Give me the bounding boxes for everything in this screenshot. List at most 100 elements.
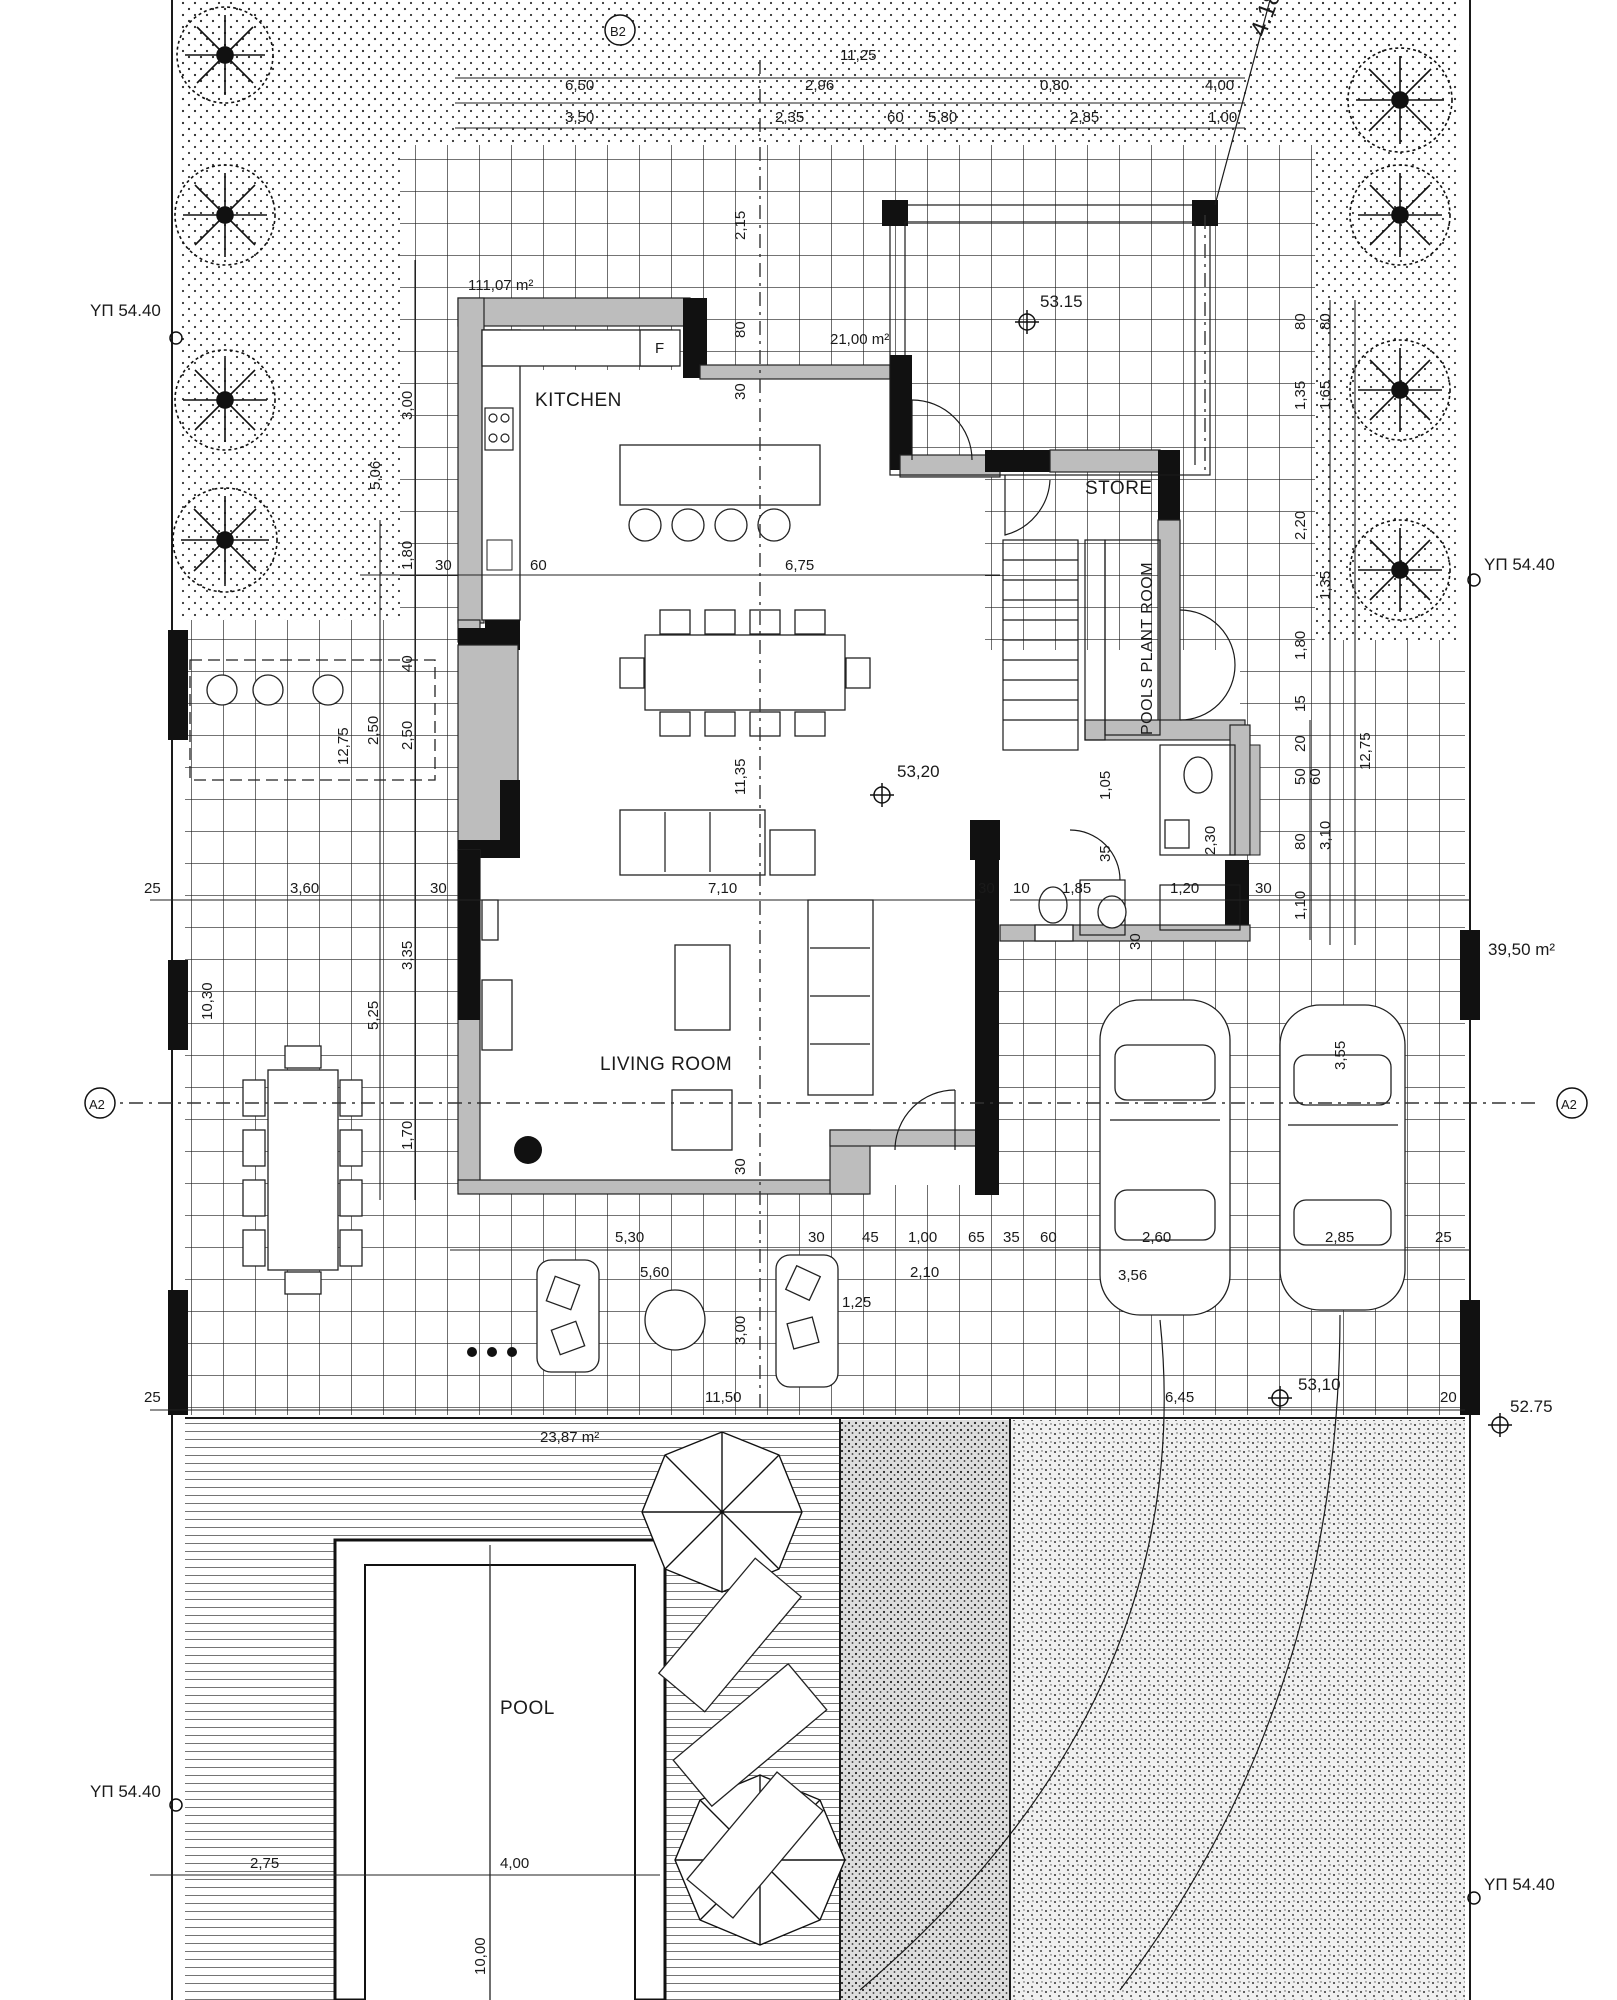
tiled-terrace-east xyxy=(1240,640,1465,940)
dim-label: 12,75 xyxy=(335,727,352,765)
dim-label: 0,80 xyxy=(1040,77,1069,94)
kitchen-island xyxy=(619,444,821,506)
dining-table xyxy=(619,609,871,737)
dim-label: 7,10 xyxy=(708,880,737,897)
gravel-strip xyxy=(840,1420,1010,2000)
dim-label: 3,56 xyxy=(1118,1267,1147,1284)
dim-label: 5,25 xyxy=(365,1001,382,1030)
room-label-pool: POOL xyxy=(500,1698,555,1719)
wc-block xyxy=(1034,744,1241,942)
dim-label: 30 xyxy=(430,880,447,897)
dim-label: 30 xyxy=(808,1229,825,1246)
room-label-kitchen: KITCHEN xyxy=(535,390,622,411)
dim-label: 2,75 xyxy=(250,1855,279,1872)
dim-label: 1,85 xyxy=(1062,880,1091,897)
dim-label: 2,20 xyxy=(1292,511,1309,540)
dim-label: 2,10 xyxy=(910,1264,939,1281)
fireplace-icon xyxy=(514,1136,542,1164)
dim-label: 50 xyxy=(1292,768,1309,785)
armchair xyxy=(671,1089,733,1151)
dim-label: 80 xyxy=(1317,313,1334,330)
dim-label: 6,75 xyxy=(785,557,814,574)
dim-label: 1,65 xyxy=(1317,381,1334,410)
dim-label: 35 xyxy=(1097,845,1114,862)
dim-label: 60 xyxy=(1307,768,1324,785)
dim-label: 60 xyxy=(1040,1229,1057,1246)
level-right-mid: ΥΠ 54.40 xyxy=(1484,555,1555,574)
dim-label: 1,80 xyxy=(399,541,416,570)
level-drive: 53,10 xyxy=(1298,1375,1341,1394)
dim-label: 3,50 xyxy=(565,109,594,126)
level-interior: 53,20 xyxy=(897,762,940,781)
section-marker-a2-left: A2 xyxy=(84,1087,116,1119)
dim-label: 5,60 xyxy=(640,1264,669,1281)
area-house: 111,07 m² xyxy=(468,277,533,294)
dim-label: 1,00 xyxy=(1208,109,1237,126)
level-terrace: 53.15 xyxy=(1040,292,1083,311)
dim-label: 2,85 xyxy=(1325,1229,1354,1246)
dim-label: 1,80 xyxy=(1292,631,1309,660)
dim-label: 65 xyxy=(968,1229,985,1246)
sunbeds xyxy=(657,1557,828,1919)
dim-label: 25 xyxy=(144,880,161,897)
dim-label: 2,96 xyxy=(805,77,834,94)
dim-label: 1,35 xyxy=(1317,571,1334,600)
dim-label: 60 xyxy=(887,109,904,126)
room-label-living-room: LIVING ROOM xyxy=(600,1054,732,1075)
dim-label: 4,00 xyxy=(1205,77,1234,94)
boundary-pillars xyxy=(168,630,1480,1415)
dim-label: 11,35 xyxy=(732,759,749,795)
dim-label: 80 xyxy=(732,321,749,338)
dim-label: 3,55 xyxy=(1332,1041,1349,1070)
house-interior-floor xyxy=(470,370,1180,1180)
level-markers xyxy=(169,310,1512,1905)
dim-label: 10,30 xyxy=(199,982,216,1020)
level-bottom-left: ΥΠ 54.40 xyxy=(90,1782,161,1801)
area-covered-terrace: 21,00 m² xyxy=(830,331,889,348)
fridge-label: F xyxy=(655,340,664,357)
dim-label: 2,15 xyxy=(732,211,749,240)
dim-label: 4,00 xyxy=(500,1855,529,1872)
dim-label: 20 xyxy=(1292,735,1309,752)
dim-label: 5,30 xyxy=(615,1229,644,1246)
section-marker-b2: B2 xyxy=(604,14,636,46)
coffee-table xyxy=(674,944,731,1031)
svg-text:B2: B2 xyxy=(610,24,626,39)
dim-label: 6,45 xyxy=(1165,1389,1194,1406)
dim-label: 1,05 xyxy=(1097,771,1114,800)
level-top-left: ΥΠ 54.40 xyxy=(90,301,161,320)
dim-label: 5,80 xyxy=(928,109,957,126)
dim-label: 3,10 xyxy=(1317,821,1334,850)
dim-label: 3,00 xyxy=(732,1316,749,1345)
svg-text:A2: A2 xyxy=(89,1097,105,1112)
area-parking: 39,50 m² xyxy=(1488,940,1555,959)
section-marker-a2-right: A2 xyxy=(1556,1087,1588,1119)
staircase xyxy=(1002,539,1079,751)
dim-label: 10 xyxy=(1013,880,1030,897)
room-label-pool-plant-room: POOLS PLANT ROOM xyxy=(1139,562,1156,735)
dim-label: 12,75 xyxy=(1357,732,1374,770)
dim-label: 10,00 xyxy=(472,1937,489,1975)
dim-label: 3,00 xyxy=(399,391,416,420)
dim-label: 35 xyxy=(1003,1229,1020,1246)
area-deck: 23,87 m² xyxy=(540,1429,599,1446)
dim-label: 3,35 xyxy=(399,941,416,970)
dim-label: 30 xyxy=(732,1158,749,1175)
sofa-living xyxy=(807,899,874,1096)
dim-label: 80 xyxy=(1292,833,1309,850)
dim-label: 30 xyxy=(435,557,452,574)
sink-icon xyxy=(486,539,513,571)
dim-label: 11,50 xyxy=(705,1389,741,1406)
car-right xyxy=(1279,1004,1406,1311)
dim-label: 2,60 xyxy=(1142,1229,1171,1246)
dim-label: 1,35 xyxy=(1292,381,1309,410)
dim-label: 40 xyxy=(399,655,416,672)
dim-label: 25 xyxy=(144,1389,161,1406)
dim-label: 15 xyxy=(1292,695,1309,712)
terrace-lights xyxy=(467,1347,517,1357)
house-walls xyxy=(457,297,1251,1195)
dim-label: 5,06 xyxy=(367,461,384,490)
hob-icon xyxy=(484,407,514,451)
dim-label: 30 xyxy=(1127,933,1144,950)
